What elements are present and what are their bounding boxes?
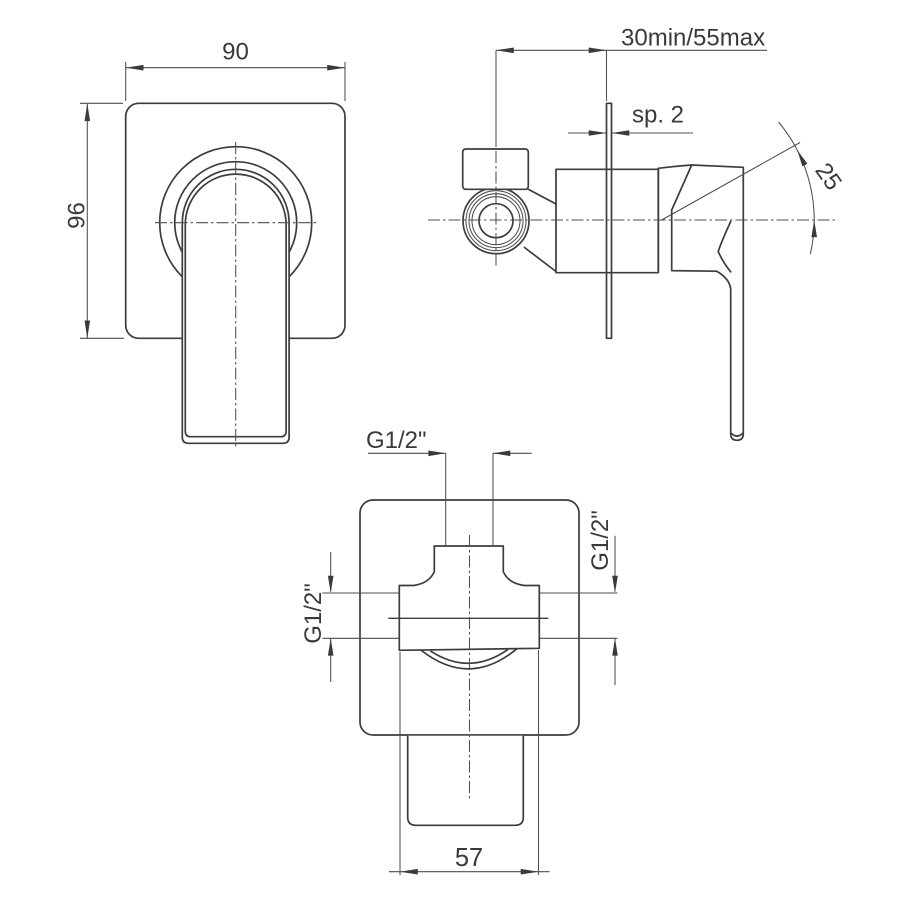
wall-panel-section — [605, 102, 613, 340]
side-view: 30min/55max sp. 2 25 — [428, 25, 847, 442]
bottom-dim-lines — [330, 452, 616, 873]
panel-thickness-arrows — [588, 130, 630, 136]
angle-arc — [778, 121, 815, 255]
width-dim-label: 90 — [222, 39, 249, 66]
body-width-label: 57 — [455, 844, 483, 872]
side-extension-lines — [495, 50, 608, 147]
escutcheon-side — [657, 164, 693, 272]
side-centerlines — [428, 151, 836, 268]
bottom-view: G1/2" G1/2" G1/2" 57 — [300, 427, 618, 875]
handle-side-inner-curves — [717, 220, 744, 437]
angle-dim-arrows — [797, 150, 817, 238]
top-port-label: G1/2" — [366, 427, 427, 454]
front-view: 90 96 — [64, 39, 346, 449]
front-dim-lines — [86, 67, 345, 339]
lever-bottom — [406, 735, 525, 827]
front-extension-lines — [80, 62, 346, 339]
angle-leader-line — [661, 142, 801, 221]
handle-side — [670, 164, 745, 442]
handle-angle-label: 25 — [809, 158, 846, 195]
body-transition-lines — [523, 188, 557, 273]
height-dim-label: 96 — [64, 202, 91, 229]
right-port-label: G1/2" — [587, 510, 614, 571]
lever-front-inner-edge — [184, 173, 287, 438]
panel-thickness-label: sp. 2 — [632, 102, 684, 129]
left-port-label: G1/2" — [300, 583, 327, 644]
bottom-extension-lines — [322, 453, 618, 875]
front-centerlines — [155, 142, 317, 449]
depth-dim-label: 30min/55max — [621, 25, 765, 52]
inlet-fitting-block — [461, 148, 530, 191]
